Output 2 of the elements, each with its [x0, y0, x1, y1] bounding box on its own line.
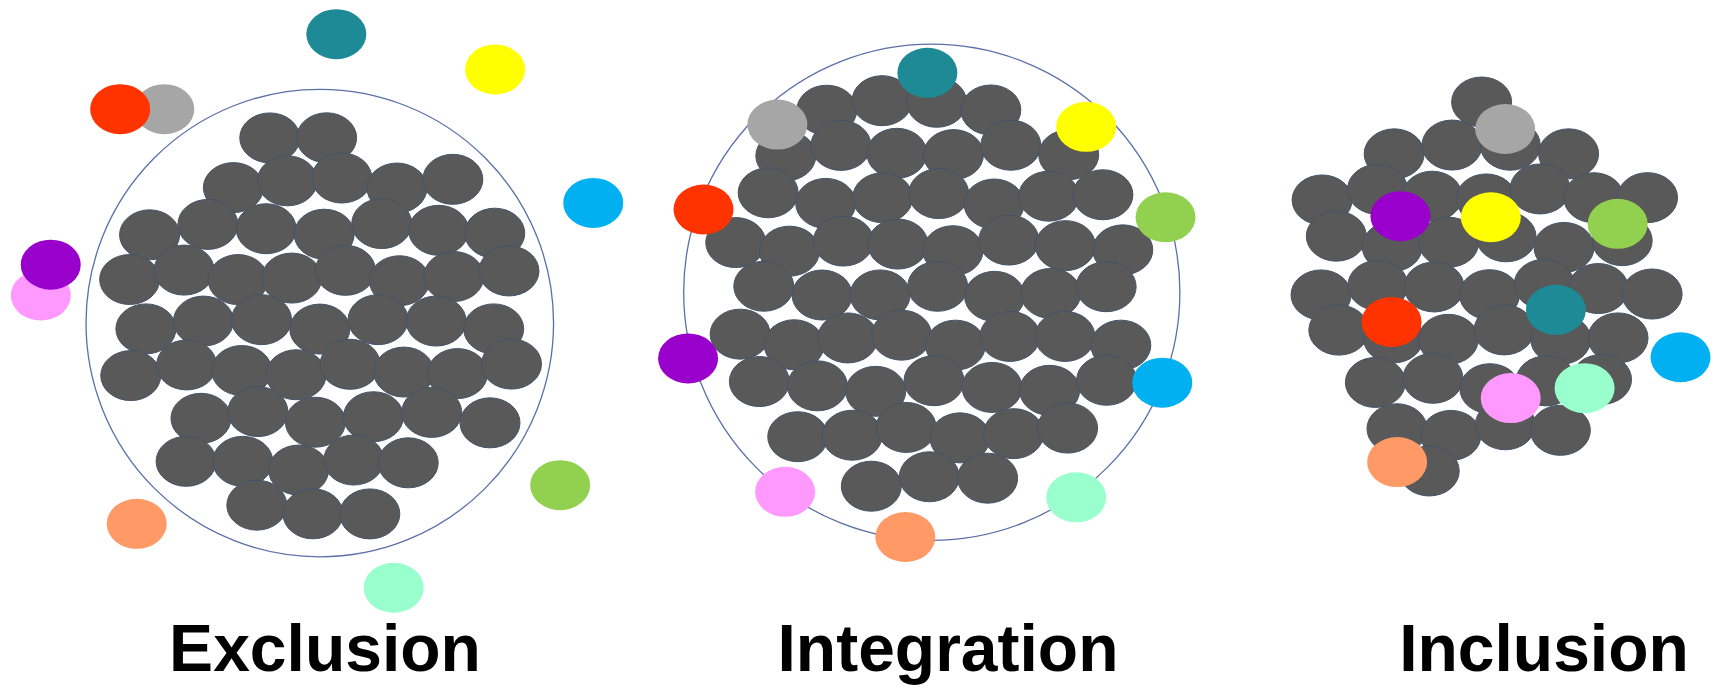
caption-text: Inclusion: [1399, 615, 1689, 681]
caption-text: Exclusion: [169, 615, 481, 681]
